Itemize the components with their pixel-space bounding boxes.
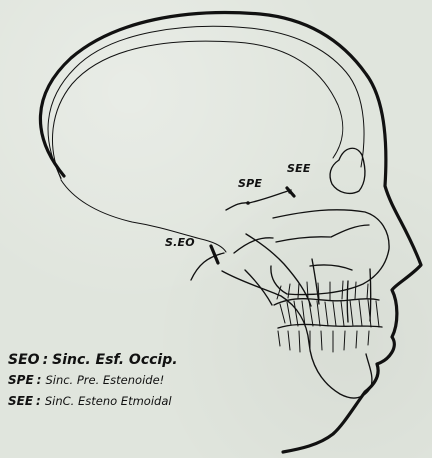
legend-description-see: SinC. Esteno Etmoidal xyxy=(45,394,172,408)
legend-row-spe: SPE : Sinc. Pre. Estenoide! xyxy=(8,373,258,394)
see-point xyxy=(288,190,292,194)
legend-description-seo: Sinc. Esf. Occip. xyxy=(52,352,177,368)
spe-point xyxy=(246,201,250,205)
spe-suture-line xyxy=(226,190,291,210)
abbreviation-legend: SEO : Sinc. Esf. Occip. SPE : Sinc. Pre.… xyxy=(8,352,258,415)
spe-label: SPE xyxy=(238,178,262,189)
legend-code-see: SEE xyxy=(8,394,33,408)
see-label: SEE xyxy=(287,163,311,174)
occipital-suture-marker xyxy=(191,253,224,280)
tooth-roots xyxy=(277,281,369,352)
inner-skull-outline xyxy=(48,26,364,178)
lower-teeth-line xyxy=(278,324,382,328)
legend-separator-spe: : xyxy=(37,373,42,387)
legend-row-see: SEE : SinC. Esteno Etmoidal xyxy=(8,394,258,415)
legend-separator-see: : xyxy=(36,394,41,408)
cranial-base-contour xyxy=(61,180,226,252)
legend-code-spe: SPE xyxy=(8,373,34,387)
legend-row-seo: SEO : Sinc. Esf. Occip. xyxy=(8,352,258,373)
teeth-detail xyxy=(280,300,379,327)
seo-label: S.EO xyxy=(165,237,195,248)
legend-separator-seo: : xyxy=(43,352,49,368)
legend-description-spe: Sinc. Pre. Estenoide! xyxy=(45,373,164,387)
cranial-vault-line xyxy=(52,41,342,179)
legend-code-seo: SEO xyxy=(8,352,40,368)
